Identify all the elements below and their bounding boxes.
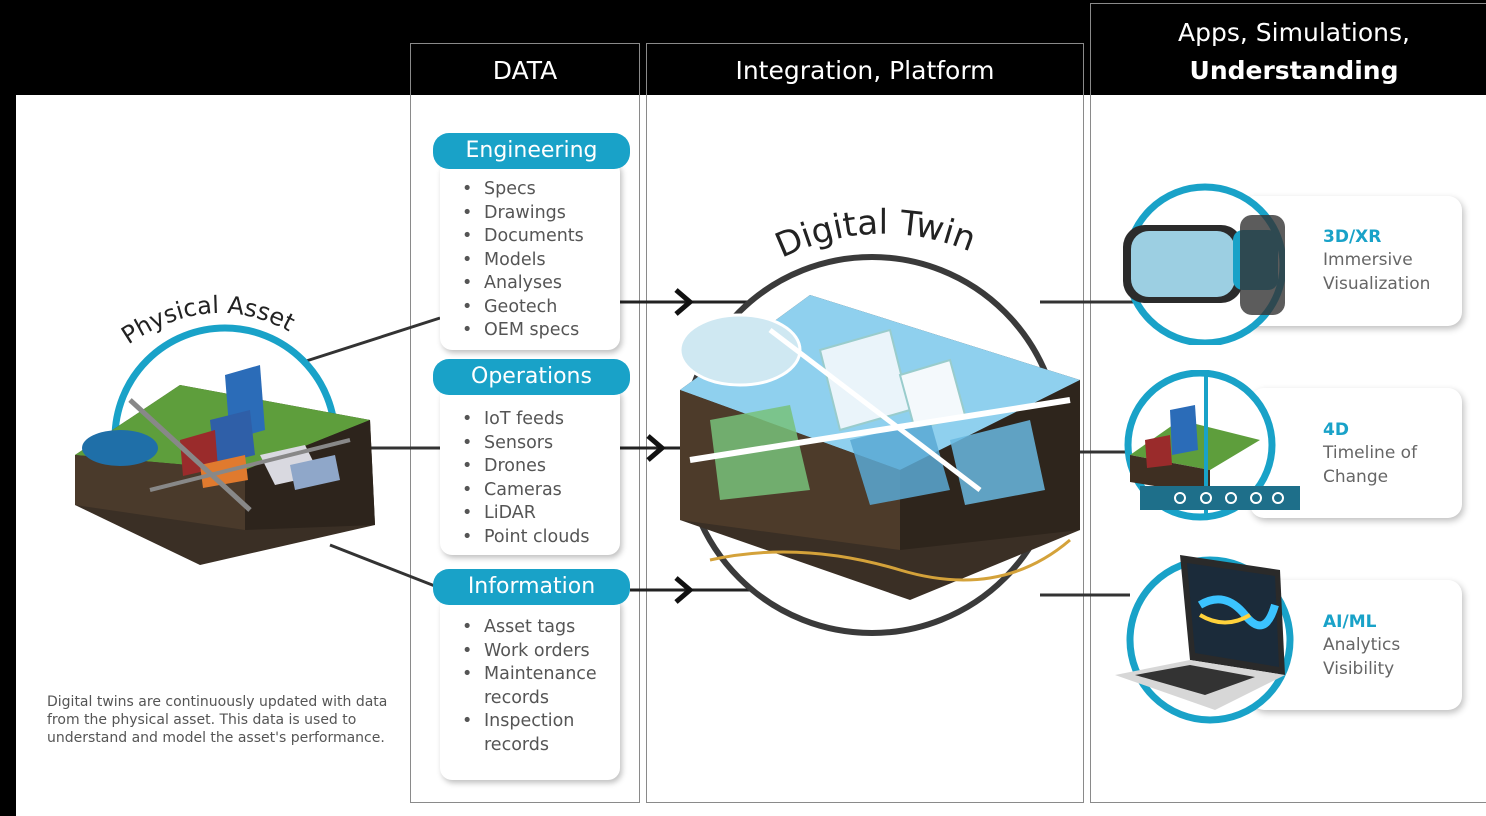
digital-twin-label-arc: Digital Twin — [769, 203, 981, 267]
operations-list: IoT feeds Sensors Drones Cameras LiDAR P… — [462, 408, 590, 549]
footnote-line3: understand and model the asset's perform… — [47, 730, 385, 746]
arrow-operations-icon — [646, 434, 666, 462]
app-line2-3dxr: Visualization — [1323, 274, 1431, 294]
digital-twin-illustration — [678, 254, 1080, 636]
vr-headset-icon — [1123, 183, 1285, 345]
arrow-engineering-icon — [674, 288, 694, 316]
app-title-4d: 4D — [1323, 420, 1349, 440]
list-item: Point clouds — [462, 526, 590, 550]
list-item: Models — [462, 249, 584, 273]
integration-column-heading: Integration, Platform — [735, 56, 995, 85]
engineering-title: Engineering — [433, 133, 630, 169]
app-line2-aiml: Visibility — [1323, 659, 1395, 679]
engineering-list: Specs Drawings Documents Models Analyses… — [462, 178, 584, 343]
list-item: Cameras — [462, 479, 590, 503]
app-line2-4d: Change — [1323, 467, 1389, 487]
integration-column — [646, 43, 1084, 803]
list-item: Documents — [462, 225, 584, 249]
list-item: Specs — [462, 178, 584, 202]
list-item: •Maintenance — [462, 664, 597, 684]
digital-twin-label: Digital Twin — [769, 203, 981, 267]
list-item: LiDAR — [462, 502, 590, 526]
list-item: OEM specs — [462, 319, 584, 343]
information-title: Information — [433, 569, 630, 605]
information-card — [440, 595, 620, 780]
footnote-line2: from the physical asset. This data is us… — [47, 712, 357, 728]
physical-asset-label: Physical Asset — [116, 291, 299, 350]
information-list: •Asset tags •Work orders •Maintenance re… — [462, 616, 622, 757]
list-item: IoT feeds — [462, 408, 590, 432]
physical-asset-label-arc: Physical Asset — [116, 291, 299, 350]
data-column-heading: DATA — [492, 56, 558, 85]
app-title-3dxr: 3D/XR — [1323, 227, 1382, 247]
connector-asset-engineering — [299, 316, 441, 365]
app-title-aiml: AI/ML — [1323, 612, 1377, 632]
list-item: Analyses — [462, 272, 584, 296]
apps-heading-line2: Understanding — [1189, 56, 1399, 85]
timeline-icon — [1124, 370, 1300, 521]
list-item: Drawings — [462, 202, 584, 226]
laptop-icon — [1115, 555, 1294, 724]
apps-heading-line1: Apps, Simulations, — [1178, 18, 1410, 47]
operations-title: Operations — [433, 359, 630, 395]
footnote: Digital twins are continuously updated w… — [47, 693, 387, 747]
lake — [82, 430, 158, 466]
app-line1-3dxr: Immersive — [1323, 250, 1413, 270]
app-line1-aiml: Analytics — [1323, 635, 1401, 655]
svg-text:Digital Twin: Digital Twin — [769, 203, 981, 267]
list-item-continuation: records — [484, 734, 550, 755]
svg-text:Physical Asset: Physical Asset — [116, 291, 299, 350]
app-line1-4d: Timeline of — [1323, 443, 1418, 463]
list-item-continuation: records — [484, 687, 550, 708]
list-item: •Inspection — [462, 711, 575, 731]
data-column — [410, 43, 640, 803]
connector-asset-information — [329, 543, 441, 590]
list-item: •Work orders — [462, 640, 590, 661]
list-item: •Asset tags — [462, 617, 576, 637]
list-item: Drones — [462, 455, 590, 479]
list-item: Geotech — [462, 296, 584, 320]
arrow-information-icon — [674, 576, 694, 604]
list-item: Sensors — [462, 432, 590, 456]
physical-asset-illustration — [75, 324, 375, 565]
apps-column-heading: Apps, Simulations, Understanding — [1092, 14, 1486, 90]
apps-column — [1090, 3, 1486, 803]
footnote-line1: Digital twins are continuously updated w… — [47, 694, 388, 710]
